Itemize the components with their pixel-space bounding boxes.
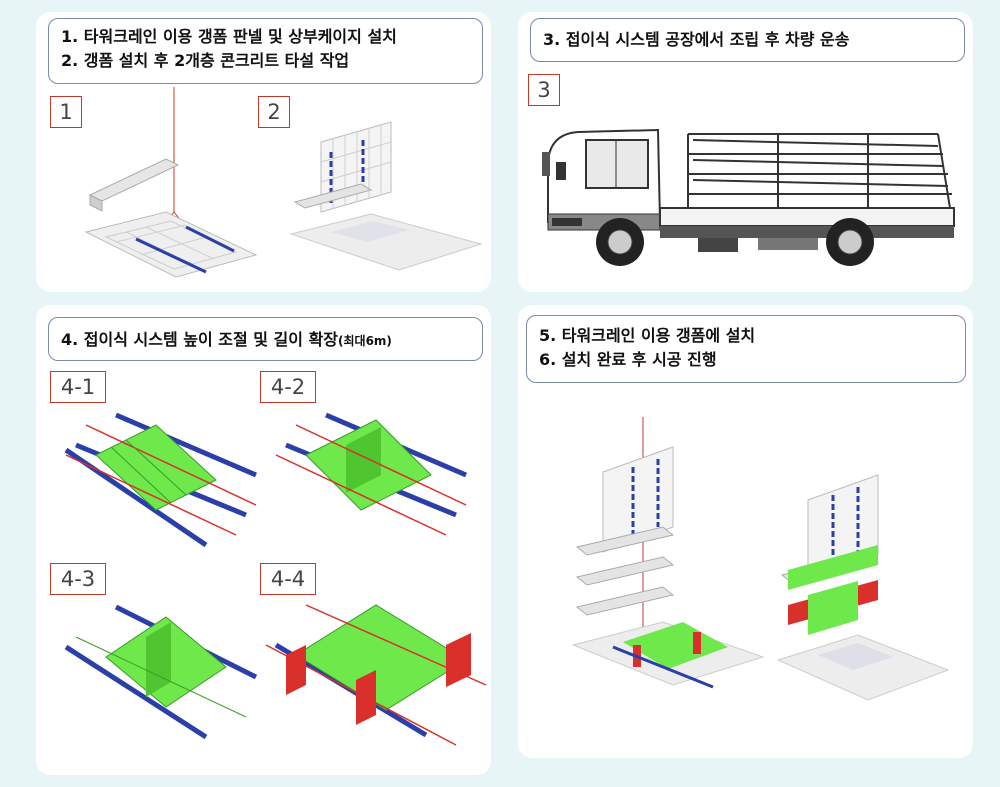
header-note: (최대6m) [338, 334, 392, 348]
panel-header: 1. 타워크레인 이용 갱폼 판넬 및 상부케이지 설치 2. 갱폼 설치 후 … [48, 18, 483, 84]
step-tag-1: 1 [50, 96, 82, 128]
panel-step-4: 4. 접이식 시스템 높이 조절 및 길이 확장(최대6m) 4-1 4-2 4… [36, 305, 491, 775]
step-tag-4-1: 4-1 [50, 371, 106, 403]
header-line-1: 5. 타워크레인 이용 갱폼에 설치 [539, 326, 756, 345]
folding-system-icon [275, 412, 467, 536]
header-line-2: 2. 갱폼 설치 후 2개층 콘크리트 타설 작업 [61, 51, 350, 70]
folding-system-icon [64, 412, 257, 548]
header-title: 4. 접이식 시스템 높이 조절 및 길이 확장 [61, 330, 339, 349]
step-tag-2: 2 [258, 96, 290, 128]
truck-icon [542, 128, 955, 266]
panel-step-1-2: 1. 타워크레인 이용 갱폼 판넬 및 상부케이지 설치 2. 갱폼 설치 후 … [36, 12, 491, 292]
step-tag-4-4: 4-4 [260, 563, 316, 595]
panel-header: 4. 접이식 시스템 높이 조절 및 길이 확장(최대6m) [48, 317, 483, 361]
step-tag-4-3: 4-3 [50, 563, 106, 595]
gangform-icon [571, 417, 765, 689]
step-tag-3: 3 [528, 74, 560, 106]
step-tag-4-2: 4-2 [260, 371, 316, 403]
gangform-icon [776, 474, 950, 701]
folding-system-icon [64, 604, 258, 740]
panel-header: 5. 타워크레인 이용 갱폼에 설치 6. 설치 완료 후 시공 진행 [526, 315, 966, 383]
gangform-icon [289, 121, 483, 271]
header-line-1: 3. 접이식 시스템 공장에서 조립 후 차량 운송 [543, 30, 850, 49]
panel-step-5-6: 5. 타워크레인 이용 갱폼에 설치 6. 설치 완료 후 시공 진행 [518, 305, 973, 758]
header-line-1: 1. 타워크레인 이용 갱폼 판넬 및 상부케이지 설치 [61, 27, 397, 46]
folding-system-icon [265, 604, 487, 746]
panel-header: 3. 접이식 시스템 공장에서 조립 후 차량 운송 [530, 18, 965, 62]
header-line-2: 6. 설치 완료 후 시공 진행 [539, 350, 717, 369]
panel-step-3: 3. 접이식 시스템 공장에서 조립 후 차량 운송 3 [518, 12, 973, 292]
gangform-icon [84, 87, 258, 278]
header-line-1: 4. 접이식 시스템 높이 조절 및 길이 확장(최대6m) [61, 318, 470, 363]
